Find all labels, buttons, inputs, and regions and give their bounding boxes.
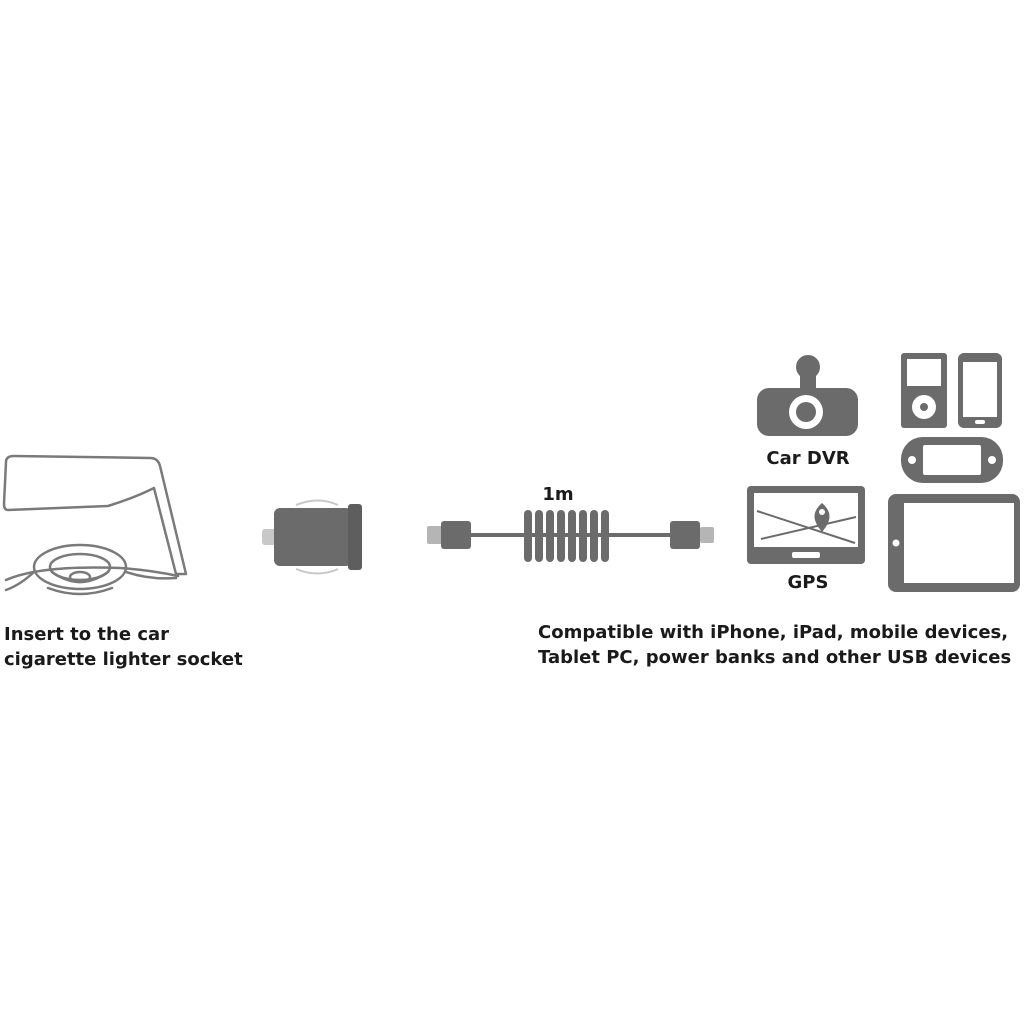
gps-label: GPS [787, 572, 829, 593]
car-dvr-label: Car DVR [766, 448, 850, 469]
right-caption: Compatible with iPhone, iPad, mobile dev… [538, 620, 1011, 670]
car-charger-icon [262, 499, 362, 575]
right-caption-line-1: Compatible with iPhone, iPad, mobile dev… [538, 622, 1009, 643]
ipod-icon [901, 353, 947, 428]
game-console-icon [901, 437, 1003, 483]
left-caption: Insert to the car cigarette lighter sock… [4, 622, 243, 672]
left-caption-line-1: Insert to the car [4, 624, 170, 645]
cable-length-label: 1m [542, 484, 574, 505]
smartphone-icon [958, 353, 1002, 428]
car-dvr-icon [757, 355, 858, 436]
left-caption-line-2: cigarette lighter socket [4, 649, 243, 670]
car-dashboard-icon [2, 454, 188, 596]
tablet-icon [888, 494, 1020, 592]
gps-device-icon [747, 486, 865, 564]
right-caption-line-2: Tablet PC, power banks and other USB dev… [538, 647, 1012, 668]
coiled-cable-icon [427, 510, 714, 562]
